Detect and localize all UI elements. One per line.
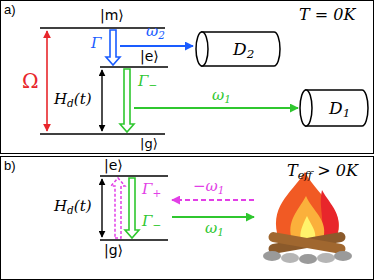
detector-label-part: D [329,98,343,118]
level-line [100,66,168,68]
detector-face [196,32,208,66]
panel-b-levels [100,176,168,240]
detector-label: D1 [329,100,350,117]
absorption-arrow [111,178,125,238]
level-line [40,133,165,135]
frequency-label-part: ω [205,219,217,237]
frequency-label: −ω1 [193,179,225,194]
panel-letter: a) [4,3,16,16]
hamiltonian-label: Hd(t) [54,199,92,214]
hamiltonian-label-part: (t) [74,197,92,215]
level-line [40,27,165,29]
rate-label-part: Γ [138,72,148,90]
panel: b) Teff > 0K [0,156,374,280]
panel-letter: b) [4,159,16,172]
detector-body [201,32,280,66]
detector-label: D2 [233,41,254,58]
detector-body [305,90,368,126]
decay-arrow [120,69,134,132]
hamiltonian-label-subscript: d [67,204,74,216]
emission-arrow [120,45,193,47]
rate-label: Γ− [142,214,161,229]
state-label: |g⟩ [140,137,158,150]
state-label: |e⟩ [104,158,123,172]
hamiltonian-label-part: (t) [74,90,92,108]
drive-label: Ω [22,71,39,91]
frequency-label: ω1 [205,221,224,236]
decay-arrow [125,178,139,238]
detector: D1 [299,89,369,127]
drive-arrow [101,70,102,131]
temperature-label: Teff > 0K [287,163,358,179]
rate-label: Γ− [138,74,157,89]
panel-a-levels [40,28,168,134]
decay-arrow [106,30,120,65]
detector-label-part: D [233,39,247,59]
frequency-label-subscript: 1 [217,226,224,238]
rate-label-subscript: − [152,219,161,231]
level-line [100,175,168,177]
state-label: |g⟩ [104,243,123,257]
rate-label: Γ [91,36,101,51]
emission-arrow [172,216,254,218]
frequency-label: ω2 [146,24,165,39]
rate-label-part: Γ [142,180,152,198]
hamiltonian-label: Hd(t) [54,92,92,107]
campfire-icon [263,172,352,264]
frequency-label: ω1 [212,88,231,103]
rate-label-subscript: − [148,79,157,91]
temperature-label: T = 0K [299,7,355,23]
detector-label-subscript: 2 [247,47,255,61]
panel: a)T = 0KD2D1 [0,0,374,154]
rate-label-part: Γ [142,212,152,230]
detector-face [300,90,312,126]
hamiltonian-label-part: H [54,197,67,215]
state-label: |m⟩ [100,8,124,22]
detector: D2 [195,31,281,67]
level-line [100,239,168,241]
state-label: |e⟩ [140,49,159,63]
emission-arrow [134,107,298,109]
absorption-arrow [172,199,254,201]
frequency-label-subscript: 1 [218,184,225,196]
rate-label-subscript: + [152,187,161,199]
temperature-label-part: > 0K [312,161,358,180]
drive-arrow [101,179,102,237]
frequency-label-part: ω [146,22,158,40]
rate-label: Γ+ [142,182,161,197]
hamiltonian-label-subscript: d [67,97,74,109]
detector-label-subscript: 1 [343,106,351,120]
frequency-label-subscript: 2 [158,29,165,41]
temperature-label-subscript: eff [298,169,313,182]
hamiltonian-label-part: H [54,90,67,108]
frequency-label-subscript: 1 [224,93,231,105]
frequency-label-part: ω [212,86,224,104]
drive-arrow [46,31,48,131]
temperature-label-part: T [287,161,298,180]
frequency-label-part: −ω [193,177,218,195]
